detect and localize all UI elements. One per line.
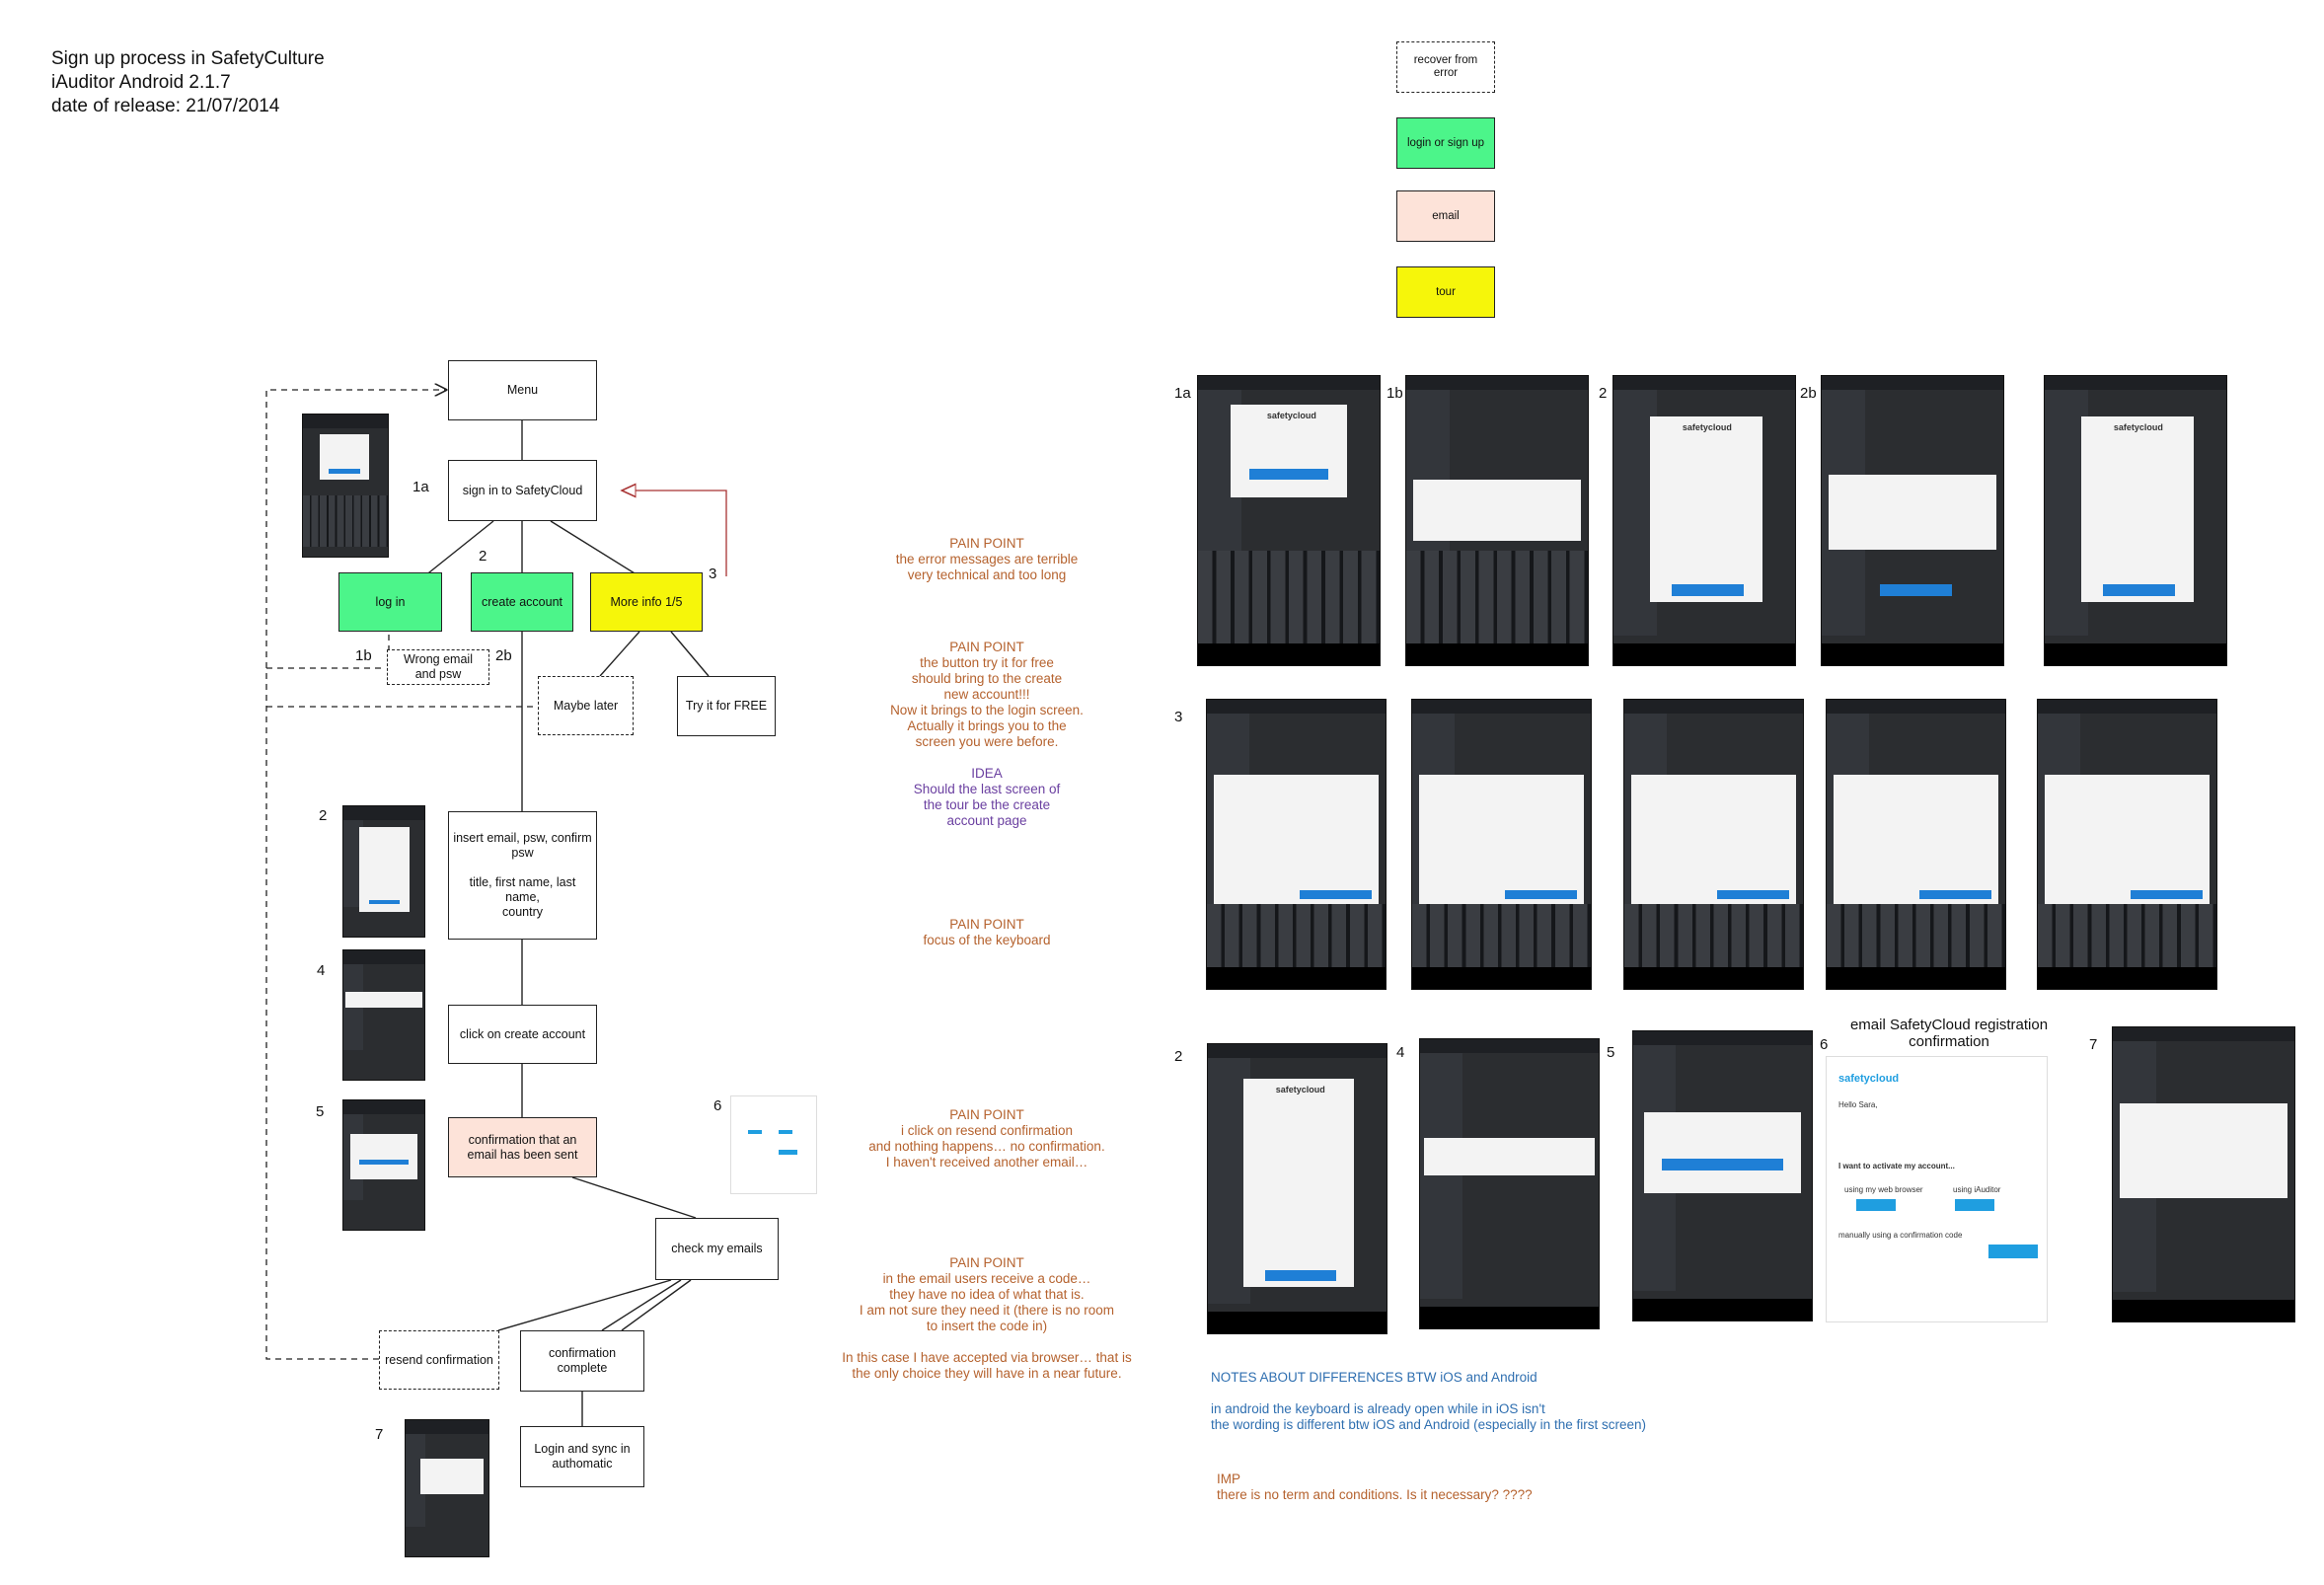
thumb-email: [730, 1095, 817, 1194]
insert-email-node: insert email, psw, confirm psw title, fi…: [448, 811, 597, 940]
sign-in-node: sign in to SafetyCloud: [448, 460, 597, 521]
maybe-later-node: Maybe later: [538, 676, 634, 735]
thumb-sync: [405, 1419, 489, 1557]
login-sync-node: Login and sync in authomatic: [520, 1426, 644, 1487]
resend-confirmation-node: resend confirmation: [379, 1330, 499, 1390]
screen-label-2b: 2b: [1800, 385, 1817, 402]
screen-label-1a: 1a: [1174, 385, 1191, 402]
thumb-creating: [342, 949, 425, 1081]
more-info-node: More info 1/5: [590, 572, 703, 632]
confirmation-complete-node: confirmation complete: [520, 1330, 644, 1392]
screen-r3-email: safetycloud Hello Sara, I want to activa…: [1826, 1056, 2048, 1322]
check-emails-node: check my emails: [655, 1218, 779, 1280]
pain-point-code: PAIN POINT in the email users receive a …: [842, 1255, 1132, 1381]
thumb-login-screen: [302, 414, 389, 558]
click-create-node: click on create account: [448, 1005, 597, 1064]
screen-label-r3-2: 2: [1174, 1048, 1183, 1065]
screen-r3-creating: [1419, 1038, 1600, 1329]
menu-node: Menu: [448, 360, 597, 420]
differences-heading: NOTES ABOUT DIFFERENCES BTW iOS and Andr…: [1211, 1370, 1537, 1385]
screen-1a-login: safetycloud: [1197, 375, 1381, 666]
screen-tour-3: [1623, 699, 1804, 990]
title-line-3: date of release: 21/07/2014: [51, 96, 280, 116]
screen-2b-error: [1821, 375, 2004, 666]
flow-number-2b: 2b: [495, 647, 512, 664]
flow-number-s4: 4: [317, 962, 326, 979]
document-title: Sign up process in SafetyCulture iAudito…: [51, 47, 325, 118]
screen-label-1b: 1b: [1387, 385, 1403, 402]
imp-note: IMP there is no term and conditions. Is …: [1217, 1472, 1533, 1502]
screen-label-2: 2: [1599, 385, 1608, 402]
screen-tour-1: [1206, 699, 1387, 990]
pain-point-resend: PAIN POINT i click on resend confirmatio…: [868, 1107, 1105, 1170]
screen-tour-5: [2037, 699, 2217, 990]
flow-number-1b: 1b: [355, 647, 372, 664]
screen-label-r3-6: 6: [1820, 1036, 1829, 1053]
screen-tour-4: [1826, 699, 2006, 990]
flow-number-2: 2: [479, 548, 487, 565]
legend-login: login or sign up: [1396, 117, 1495, 169]
flow-number-s2: 2: [319, 807, 328, 824]
thumb-confirmation: [342, 1099, 425, 1231]
screen-tour-2: [1411, 699, 1592, 990]
title-line-1: Sign up process in SafetyCulture: [51, 48, 325, 69]
screen-label-r3-4: 4: [1396, 1044, 1405, 1061]
legend-recover: recover from error: [1396, 41, 1495, 93]
flow-number-1a: 1a: [412, 479, 429, 495]
pain-point-try-free: PAIN POINT the button try it for free sh…: [890, 640, 1084, 749]
screen-r3-create: safetycloud: [1207, 1043, 1387, 1334]
screen-r3-confirmation: [1632, 1030, 1813, 1321]
screen-label-r3-7: 7: [2089, 1036, 2098, 1053]
try-free-node: Try it for FREE: [677, 676, 776, 736]
flow-number-s6: 6: [713, 1097, 722, 1114]
screen-label-r3-5: 5: [1607, 1044, 1615, 1061]
screen-2-create-alt: safetycloud: [2044, 375, 2227, 666]
screen-1b-error: [1405, 375, 1589, 666]
title-line-2: iAuditor Android 2.1.7: [51, 72, 231, 93]
log-in-node: log in: [338, 572, 442, 632]
wrong-email-node: Wrong email and psw: [387, 649, 489, 685]
pain-point-keyboard: PAIN POINT focus of the keyboard: [923, 917, 1051, 947]
thumb-create-form: [342, 805, 425, 938]
idea-last-tour-screen: IDEA Should the last screen of the tour …: [913, 766, 1061, 828]
flow-number-3: 3: [709, 566, 717, 582]
flow-number-s7: 7: [375, 1426, 384, 1443]
confirmation-sent-node: confirmation that an email has been sent: [448, 1117, 597, 1177]
screen-r3-sync: [2112, 1026, 2295, 1322]
screen-2-create: safetycloud: [1612, 375, 1796, 666]
email-title: email SafetyCloud registration confirmat…: [1849, 1017, 2049, 1050]
flow-number-s5: 5: [316, 1103, 325, 1120]
pain-point-error-messages: PAIN POINT the error messages are terrib…: [895, 536, 1079, 582]
screen-label-3: 3: [1174, 709, 1183, 725]
differences-body: in android the keyboard is already open …: [1211, 1401, 1646, 1432]
create-account-node: create account: [471, 572, 573, 632]
legend-email: email: [1396, 190, 1495, 242]
legend-tour: tour: [1396, 266, 1495, 318]
